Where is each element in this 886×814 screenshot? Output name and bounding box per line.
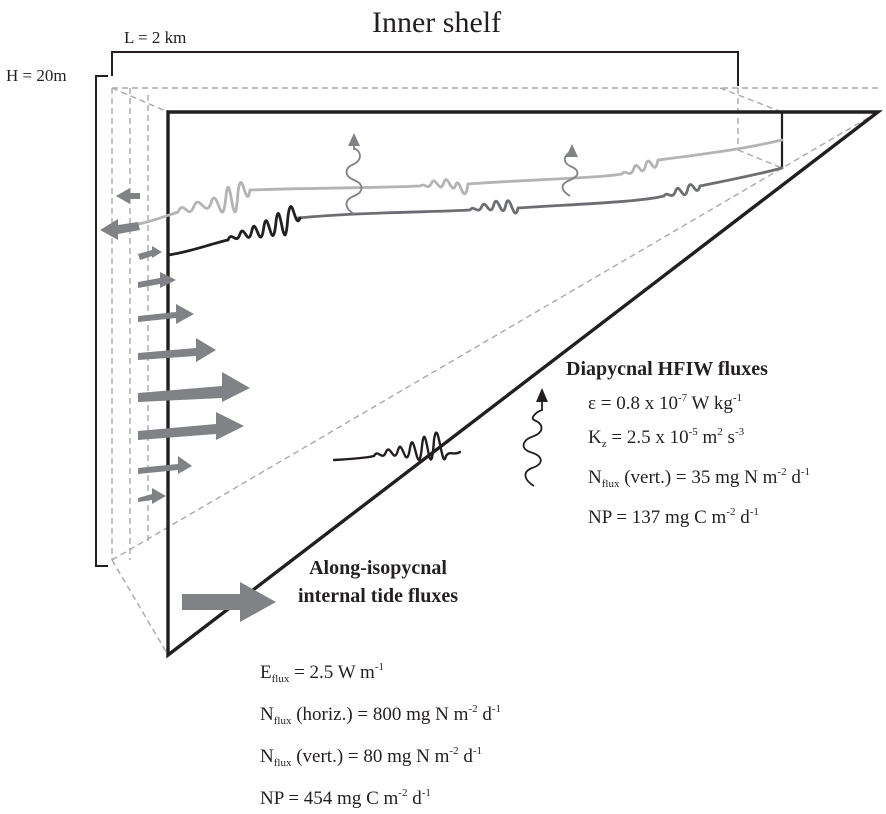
- upper-isopycnal: [110, 138, 784, 230]
- equation-part: d: [458, 746, 473, 767]
- inner-shelf-bracket: [111, 51, 739, 86]
- equation-part: -7: [677, 392, 688, 404]
- equation-part: -2: [449, 745, 459, 757]
- equation-part: ε = 0.8 x 10: [588, 393, 678, 414]
- equation-part: s: [722, 427, 735, 448]
- equation-part: N: [260, 704, 274, 725]
- equation-part: d: [735, 507, 750, 528]
- equation-part: -1: [749, 506, 759, 518]
- along-heading-line1: Along-isopycnal: [309, 557, 447, 579]
- equation-part: = 2.5 x 10: [606, 427, 689, 448]
- equation-part: m: [697, 427, 718, 448]
- equation-part: -1: [732, 392, 743, 404]
- along-isopycnal-heading: Along-isopycnal internal tide fluxes: [298, 554, 458, 610]
- equation-part: z: [601, 438, 607, 450]
- equation-part: flux: [271, 673, 290, 685]
- equation-part: -3: [734, 426, 745, 438]
- length-label: L = 2 km: [124, 28, 187, 47]
- along-heading-line2: internal tide fluxes: [298, 585, 458, 607]
- equation-part: d: [786, 467, 801, 488]
- equation-part: -2: [468, 703, 478, 715]
- equation-part: NP = 137 mg C m: [588, 507, 727, 528]
- diapycnal-line: Nflux (vert.) = 35 mg N m-2 d-1: [588, 458, 810, 498]
- equation-part: d: [477, 704, 492, 725]
- internal-tide-arrows: [138, 246, 250, 504]
- equation-part: -5: [688, 426, 698, 438]
- along-line: Eflux = 2.5 W m-1: [260, 652, 501, 694]
- diapycnal-line: NP = 137 mg C m-2 d-1: [588, 498, 810, 532]
- height-label: H = 20m: [6, 66, 67, 85]
- diapycnal-heading: Diapycnal HFIW fluxes: [566, 358, 768, 380]
- equation-part: d: [407, 788, 422, 809]
- vertical-flux-squiggles: [345, 140, 579, 215]
- equation-part: NP = 454 mg C m: [260, 788, 399, 809]
- equation-part: -1: [421, 787, 431, 799]
- equation-part: 2: [717, 426, 723, 438]
- equation-part: flux: [273, 757, 292, 769]
- diapycnal-squiggle-symbol: [522, 398, 543, 487]
- diapycnal-line: Kz = 2.5 x 10-5 m2 s-3: [588, 418, 810, 458]
- equation-part: N: [588, 467, 602, 488]
- diapycnal-values: ε = 0.8 x 10-7 W kg-1 Kz = 2.5 x 10-5 m2…: [588, 384, 810, 532]
- equation-part: -1: [491, 703, 501, 715]
- equation-part: W kg: [687, 393, 733, 414]
- diapycnal-line: ε = 0.8 x 10-7 W kg-1: [588, 384, 810, 418]
- outgoing-arrows: [100, 188, 140, 240]
- equation-part: K: [588, 427, 602, 448]
- along-line: Nflux (vert.) = 80 mg N m-2 d-1: [260, 736, 501, 778]
- lower-isopycnal-front: [166, 205, 302, 257]
- height-bracket: [95, 75, 108, 567]
- equation-part: E: [260, 662, 272, 683]
- equation-part: -2: [777, 466, 787, 478]
- along-line: Nflux (horiz.) = 800 mg N m-2 d-1: [260, 694, 501, 736]
- equation-part: = 2.5 W m: [289, 662, 375, 683]
- lower-isopycnal-back: [296, 166, 784, 220]
- equation-part: (horiz.) = 800 mg N m: [291, 704, 469, 725]
- equation-part: -1: [472, 745, 482, 757]
- equation-part: (vert.) = 35 mg N m: [619, 467, 778, 488]
- equation-part: -2: [726, 506, 736, 518]
- front-wedge-outline: [166, 110, 884, 659]
- equation-part: N: [260, 746, 274, 767]
- along-line: NP = 454 mg C m-2 d-1: [260, 778, 501, 814]
- diagram-title: Inner shelf: [372, 6, 502, 39]
- inner-shelf-diagram: [95, 51, 884, 659]
- equation-part: -1: [374, 661, 385, 673]
- diapycnal-arrowhead: [536, 388, 548, 402]
- hfiw-wave-symbol: [332, 431, 462, 462]
- equation-part: (vert.) = 80 mg N m: [291, 746, 450, 767]
- equation-part: -1: [800, 466, 810, 478]
- vertical-flux-arrowheads: [348, 133, 578, 157]
- along-isopycnal-values: Eflux = 2.5 W m-1 Nflux (horiz.) = 800 m…: [260, 652, 501, 814]
- equation-part: flux: [601, 478, 620, 490]
- along-isopycnal-arrow-symbol: [182, 582, 276, 622]
- equation-part: flux: [273, 715, 292, 727]
